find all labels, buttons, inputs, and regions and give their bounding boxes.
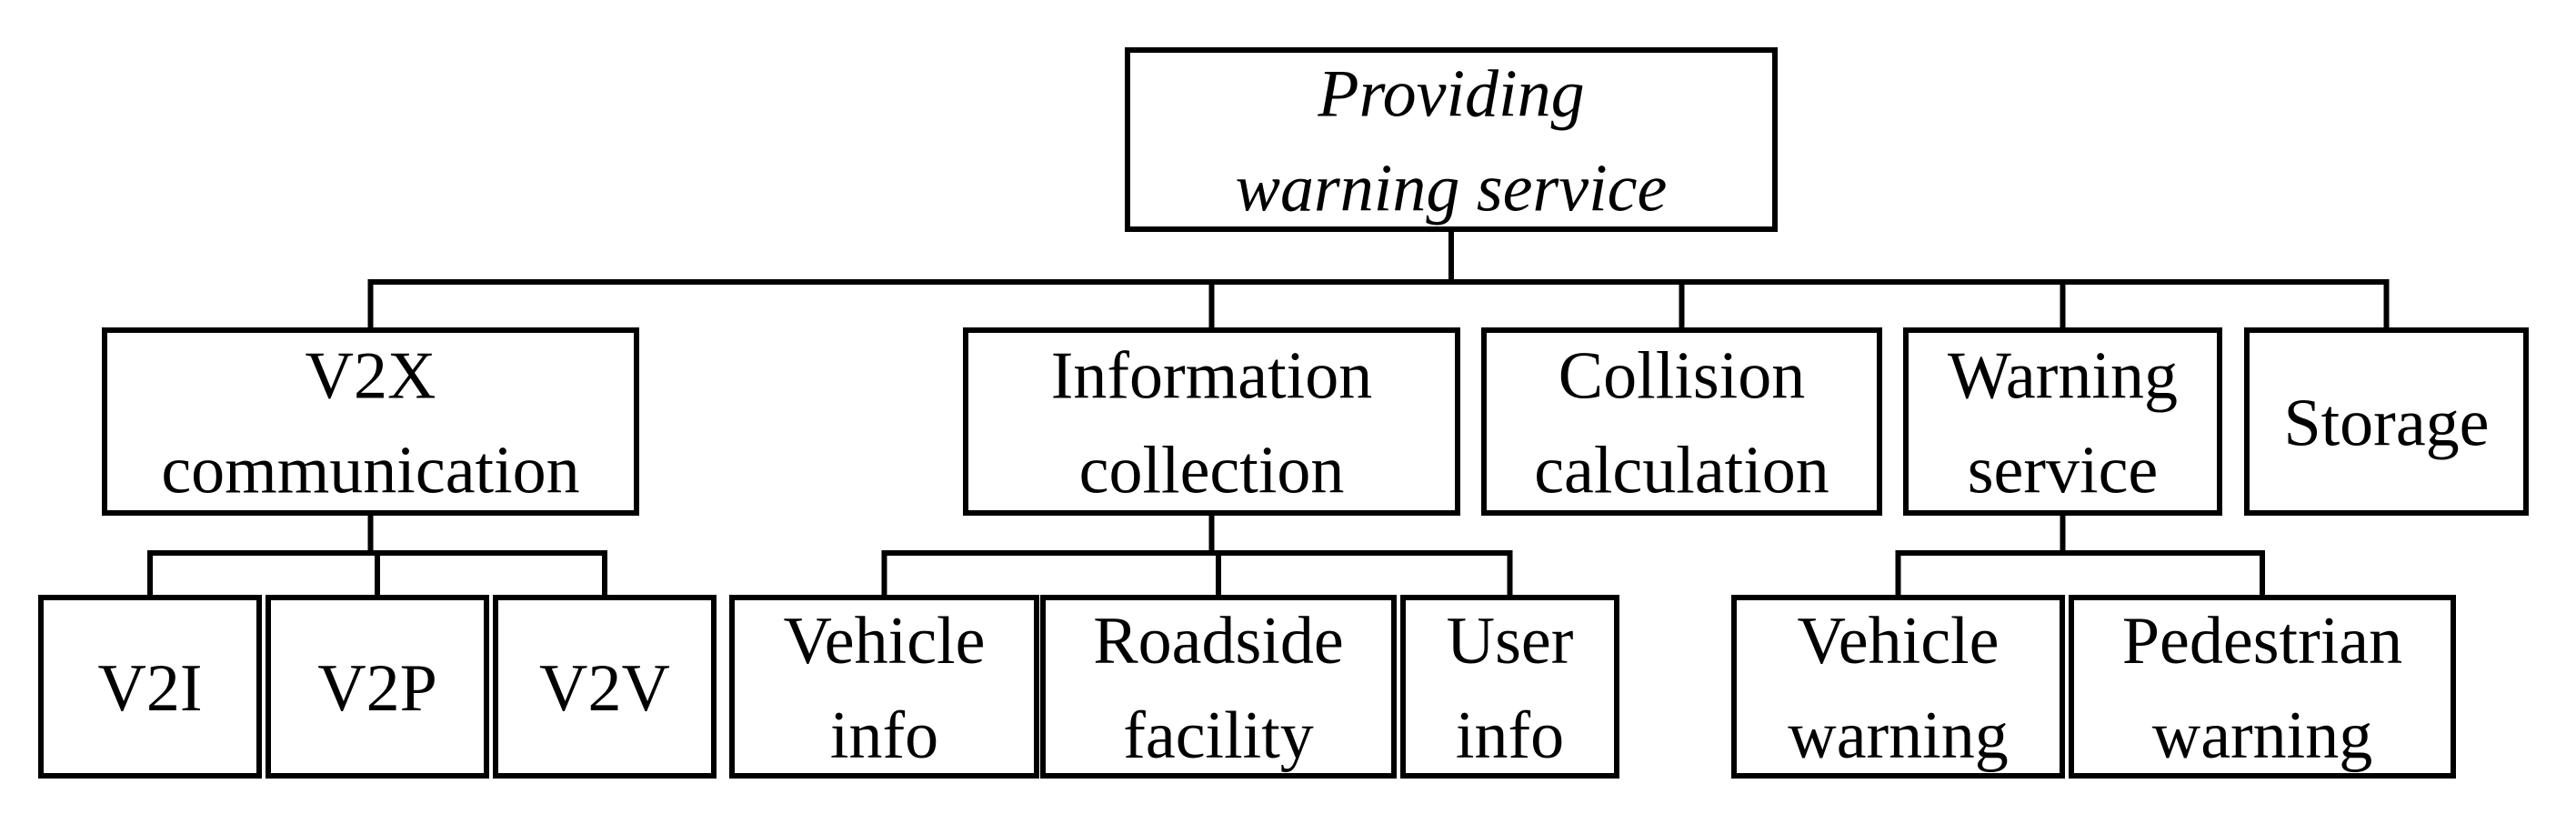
module-node-information-collection-label-line: collection — [1079, 434, 1345, 508]
leaf-node-v2v: V2V — [493, 595, 717, 779]
module-node-warning-service-label-line: Warning — [1948, 339, 2178, 414]
root-node-providing-warning-service: Providing warning service — [1125, 47, 1778, 232]
module-node-v2x-communication-label-line: V2X — [306, 339, 436, 414]
module-node-information-collection-label-line: Information — [1051, 339, 1372, 414]
module-node-storage-label-line: Storage — [2283, 387, 2489, 461]
leaf-node-vehicle-warning-label-line: warning — [1788, 698, 2009, 773]
leaf-node-v2p-box — [266, 595, 489, 779]
module-node-v2x-communication-box — [102, 327, 639, 516]
module-node-storage: Storage — [2244, 327, 2529, 516]
leaf-node-v2p-label-line: V2P — [317, 651, 437, 726]
module-node-storage-box — [2244, 327, 2529, 516]
leaf-node-vehicle-info-label-line: info — [830, 698, 938, 773]
leaf-node-pedestrian-warning-box — [2069, 595, 2456, 779]
leaf-node-pedestrian-warning: Pedestrian warning — [2069, 595, 2456, 779]
leaf-node-vehicle-warning-label-line: Vehicle — [1798, 604, 2000, 678]
module-node-collision-calculation-label-line: calculation — [1534, 434, 1829, 508]
module-node-information-collection-box — [963, 327, 1460, 516]
module-node-warning-service-label-line: service — [1968, 434, 2159, 508]
leaf-node-v2v-box — [493, 595, 717, 779]
leaf-node-roadside-facility: Roadside facility — [1040, 595, 1397, 779]
leaf-node-vehicle-info-label-line: Vehicle — [784, 604, 986, 678]
leaf-node-vehicle-warning-box — [1731, 595, 2065, 779]
leaf-node-v2i-label-line: V2I — [97, 651, 202, 726]
leaf-node-roadside-facility-box — [1040, 595, 1397, 779]
leaf-node-v2i-box — [38, 595, 262, 779]
leaf-node-user-info-label-line: User — [1447, 604, 1574, 678]
leaf-node-vehicle-info-box — [729, 595, 1039, 779]
leaf-node-vehicle-warning: Vehicle warning — [1731, 595, 2065, 779]
module-node-collision-calculation: Collision calculation — [1481, 327, 1882, 516]
leaf-node-user-info-box — [1400, 595, 1619, 779]
leaf-node-user-info-label-line: info — [1456, 698, 1564, 773]
leaf-node-pedestrian-warning-label-line: Pedestrian — [2122, 604, 2402, 678]
root-node-providing-warning-service-label-line: Providing — [1317, 57, 1584, 132]
module-node-information-collection: Information collection — [963, 327, 1460, 516]
module-node-v2x-communication-label-line: communication — [161, 434, 579, 508]
root-node-providing-warning-service-box — [1125, 47, 1778, 232]
leaf-node-roadside-facility-label-line: facility — [1123, 698, 1314, 773]
module-node-v2x-communication: V2X communication — [102, 327, 639, 516]
leaf-node-v2v-label-line: V2V — [539, 651, 670, 726]
leaf-node-user-info: User info — [1400, 595, 1619, 779]
root-node-providing-warning-service-label-line: warning service — [1236, 152, 1668, 226]
leaf-node-v2p: V2P — [266, 595, 489, 779]
leaf-node-roadside-facility-label-line: Roadside — [1093, 604, 1343, 678]
leaf-node-vehicle-info: Vehicle info — [729, 595, 1039, 779]
module-node-warning-service-box — [1903, 327, 2222, 516]
module-node-collision-calculation-label-line: Collision — [1559, 339, 1805, 414]
module-node-warning-service: Warning service — [1903, 327, 2222, 516]
module-node-collision-calculation-box — [1481, 327, 1882, 516]
leaf-node-v2i: V2I — [38, 595, 262, 779]
connector-lines — [147, 226, 2390, 600]
leaf-node-pedestrian-warning-label-line: warning — [2152, 698, 2373, 773]
